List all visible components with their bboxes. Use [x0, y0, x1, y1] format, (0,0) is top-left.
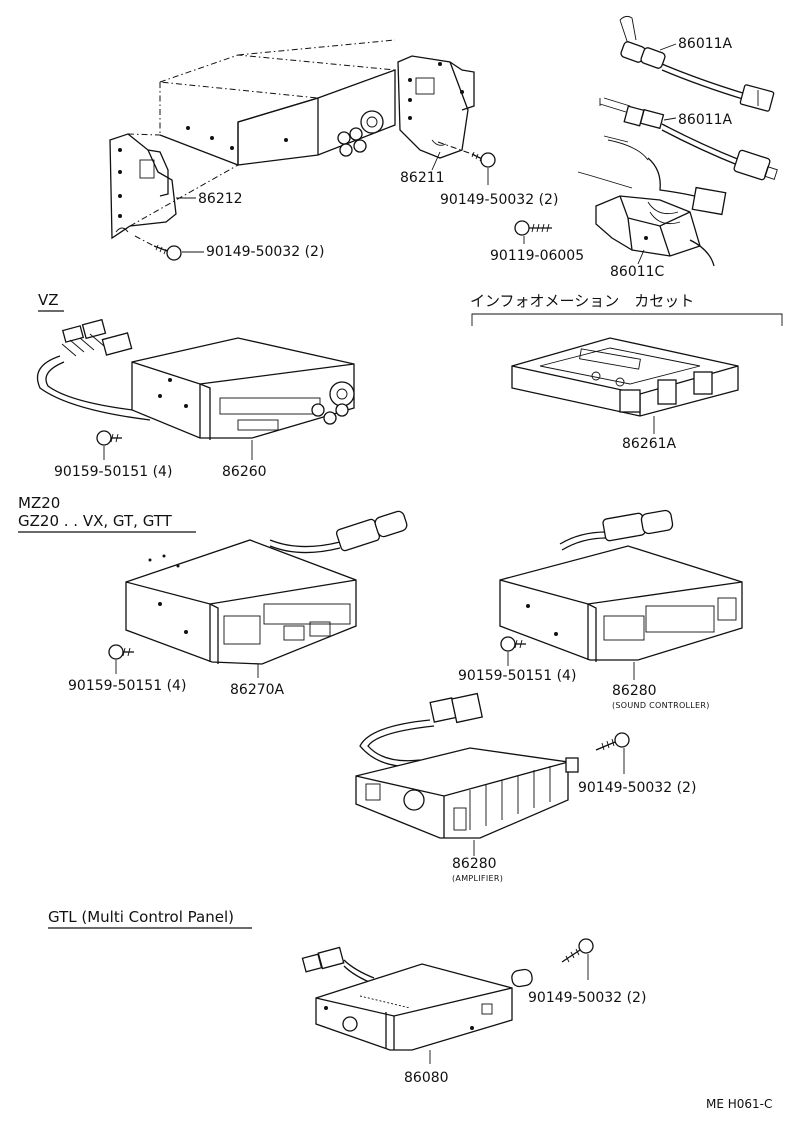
- label-86280-amp: 86280: [452, 856, 497, 872]
- section-mz20: MZ20: [18, 494, 60, 512]
- label-86011A-1: 86011A: [678, 36, 733, 52]
- section-vz: VZ: [38, 291, 59, 309]
- radio-unit-86260: [36, 318, 355, 440]
- label-86280-sound: 86280: [612, 683, 657, 699]
- radio-unit-86270A: [125, 510, 408, 665]
- label-90149-amp: 90149-50032 (2): [578, 780, 696, 796]
- label-90149-gtl: 90149-50032 (2): [528, 990, 646, 1006]
- label-90149-top-right: 90149-50032 (2): [440, 192, 558, 208]
- amplifier-86280: [355, 692, 579, 839]
- section-gz20: GZ20 . . VX, GT, GTT: [18, 512, 173, 530]
- label-90119: 90119-06005: [490, 248, 584, 264]
- label-86080: 86080: [404, 1070, 449, 1086]
- label-86011C: 86011C: [610, 264, 665, 280]
- harness-86011C: [577, 135, 727, 267]
- label-90149-top-left: 90149-50032 (2): [206, 244, 324, 260]
- label-86212: 86212: [198, 191, 243, 207]
- label-90159-mz-right: 90159-50151 (4): [458, 668, 576, 684]
- label-86270A: 86270A: [230, 682, 285, 698]
- bracket-86212: [109, 133, 239, 240]
- harness-86011A-2: [599, 97, 778, 181]
- label-90159-mz-left: 90159-50151 (4): [68, 678, 186, 694]
- control-panel-86080: [301, 946, 533, 1051]
- screw-gtl: [561, 938, 594, 963]
- label-90159-vz: 90159-50151 (4): [54, 464, 172, 480]
- screw-vz: [96, 430, 122, 446]
- label-86280-sound-sub: (SOUND CONTROLLER): [612, 701, 710, 710]
- label-86011A-2: 86011A: [678, 112, 733, 128]
- label-86211: 86211: [400, 170, 445, 186]
- diagram-code: ME H061-C: [706, 1097, 772, 1111]
- screw-top-right: [437, 141, 496, 168]
- screw-top-left: [134, 235, 182, 261]
- screw-mz-left: [108, 644, 134, 660]
- label-86280-amp-sub: (AMPLIFIER): [452, 874, 503, 883]
- harness-86011A-1: [619, 15, 775, 112]
- bracket-86211: [397, 55, 475, 159]
- radio-unit-86280-sound: [499, 509, 743, 662]
- label-86261A: 86261A: [622, 436, 677, 452]
- radio-unit-top: [159, 39, 396, 166]
- screw-90119: [514, 220, 552, 236]
- cassette-86261A: [511, 337, 739, 417]
- screw-mz-right: [500, 636, 526, 652]
- label-86260: 86260: [222, 464, 267, 480]
- section-gtl: GTL (Multi Control Panel): [48, 908, 234, 926]
- screw-amp: [595, 732, 630, 751]
- section-info-cassette: インフォオメーション カセット: [470, 292, 694, 310]
